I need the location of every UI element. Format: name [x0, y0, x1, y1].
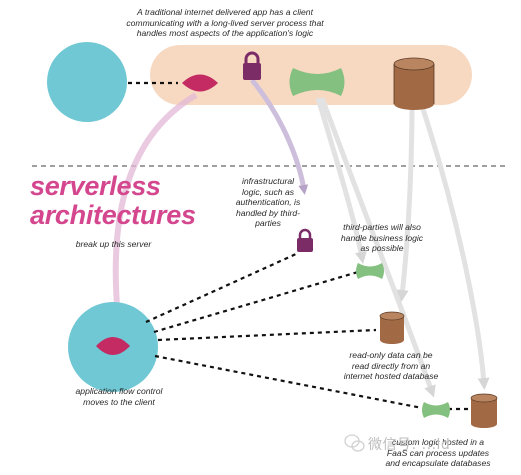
- watermark-text: 微信号: ...ld: [368, 437, 451, 453]
- infrastructure-auth-note: infrastructural logic, such as authentic…: [235, 176, 301, 228]
- arrow-logic-to-faas: [319, 97, 436, 398]
- read-only-db-note: read-only data can be read directly from…: [343, 350, 439, 381]
- flow-control-diamond: [96, 337, 130, 355]
- third-party-auth-lock-icon: [297, 228, 313, 252]
- app-logic-diamond-top: [182, 74, 218, 92]
- connector-to-hosted-db: [157, 328, 377, 342]
- connector-to-business-logic: [153, 270, 359, 334]
- faas-logic-icon: [422, 402, 450, 418]
- hosted-database-icon: [379, 311, 405, 344]
- auth-lock-icon-top: [243, 51, 261, 80]
- wechat-watermark-icon: [344, 434, 365, 452]
- arrow-logic-to-thirdparty: [315, 97, 367, 264]
- arrow-auth-to-thirdparty: [250, 78, 309, 195]
- title-line-2: architectures: [30, 200, 196, 230]
- third-party-business-logic-icon: [356, 263, 384, 279]
- arrow-flow-to-client: [112, 92, 198, 323]
- faas-note: custom logic hosted in a FaaS can proces…: [385, 437, 491, 468]
- business-logic-note: third-parties will also handle business …: [340, 222, 424, 253]
- break-up-server-note: break up this server: [75, 239, 152, 249]
- business-logic-icon-top: [289, 68, 345, 96]
- traditional-app-note: A traditional internet delivered app has…: [126, 7, 324, 38]
- faas-database-icon: [470, 393, 498, 428]
- arrow-db-to-hosted: [396, 99, 415, 302]
- connector-to-faas: [154, 354, 423, 410]
- connector-to-auth: [145, 252, 297, 324]
- title-line-1: serverless: [30, 171, 161, 201]
- serverless-title: serverless architectures: [30, 172, 240, 230]
- flow-control-note: application flow control moves to the cl…: [75, 386, 163, 407]
- database-icon-top: [393, 57, 435, 110]
- client-circle-top: [47, 42, 127, 122]
- arrow-db-to-faas-db: [417, 99, 490, 390]
